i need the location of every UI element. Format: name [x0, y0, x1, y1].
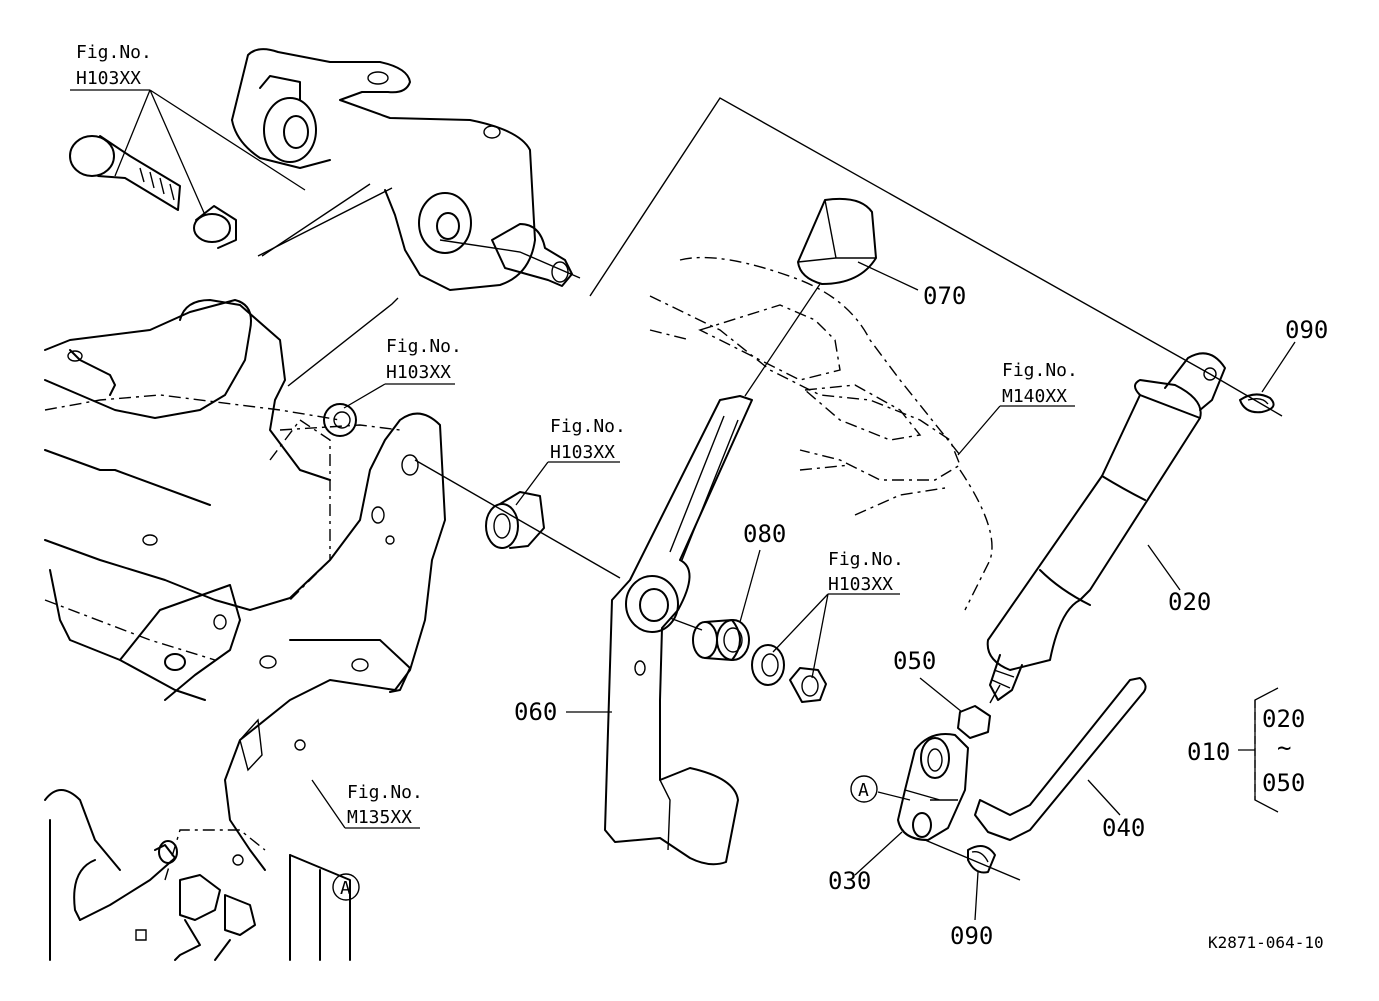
- collar: [193, 205, 237, 249]
- marker-a-frame: A: [340, 878, 351, 899]
- drawing-code: K2871-064-10: [1208, 933, 1324, 952]
- assembly-range-end: 050: [1262, 769, 1305, 797]
- fig-label-4: Fig.No.: [828, 549, 904, 570]
- part-090-lower: 090: [950, 922, 993, 950]
- part-080: 080: [743, 520, 786, 548]
- upper-bracket: [231, 48, 536, 291]
- part-numbers: 070 090 080 020 050 060 010 040 030 090 …: [514, 282, 1328, 950]
- marker-a-clevis: A: [858, 780, 869, 801]
- main-frame: [44, 299, 446, 961]
- reference-labels: Fig.No. H103XX Fig.No. H103XX Fig.No. H1…: [76, 42, 1078, 828]
- knob-070: [797, 197, 877, 285]
- part-030: 030: [828, 867, 871, 895]
- fig-label-6: Fig.No.: [347, 782, 423, 803]
- fig-label-3: Fig.No.: [550, 416, 626, 437]
- leader-lines: [70, 89, 1296, 921]
- part-090-upper: 090: [1285, 316, 1328, 344]
- nut-h103: [789, 667, 827, 703]
- fig-label-2: Fig.No.: [386, 336, 462, 357]
- bolt: [69, 135, 181, 211]
- shift-lever-060: [604, 395, 753, 866]
- part-050: 050: [893, 647, 936, 675]
- clip-090-lower: [967, 845, 996, 874]
- part-020: 020: [1168, 588, 1211, 616]
- bushing-h103: [485, 491, 545, 549]
- rod-040: [974, 677, 1147, 841]
- gas-spring-020: [986, 352, 1226, 701]
- reference-markers: A A: [332, 775, 878, 901]
- ref-m135: M135XX: [347, 807, 412, 828]
- ref-h103-3: H103XX: [550, 442, 615, 463]
- part-070: 070: [923, 282, 966, 310]
- part-010: 010: [1187, 738, 1230, 766]
- ref-h103-4: H103XX: [828, 574, 893, 595]
- ref-h103-2: H103XX: [386, 362, 451, 383]
- ref-h103-1: H103XX: [76, 68, 141, 89]
- clevis-030: [897, 733, 969, 841]
- console-outline: [649, 256, 993, 611]
- assembly-range-tilde: ~: [1277, 734, 1291, 762]
- nut-050: [957, 705, 991, 739]
- bushing-080: [692, 619, 750, 661]
- fig-label-1: Fig.No.: [76, 42, 152, 63]
- fig-label-5: Fig.No.: [1002, 360, 1078, 381]
- ref-m140: M140XX: [1002, 386, 1067, 407]
- washer-h103-2: [751, 644, 785, 686]
- clip-090-upper: [1239, 393, 1275, 414]
- assembly-range-start: 020: [1262, 705, 1305, 733]
- part-060: 060: [514, 698, 557, 726]
- washer-h103: [323, 403, 357, 437]
- pivot-pin: [491, 223, 573, 287]
- part-040: 040: [1102, 814, 1145, 842]
